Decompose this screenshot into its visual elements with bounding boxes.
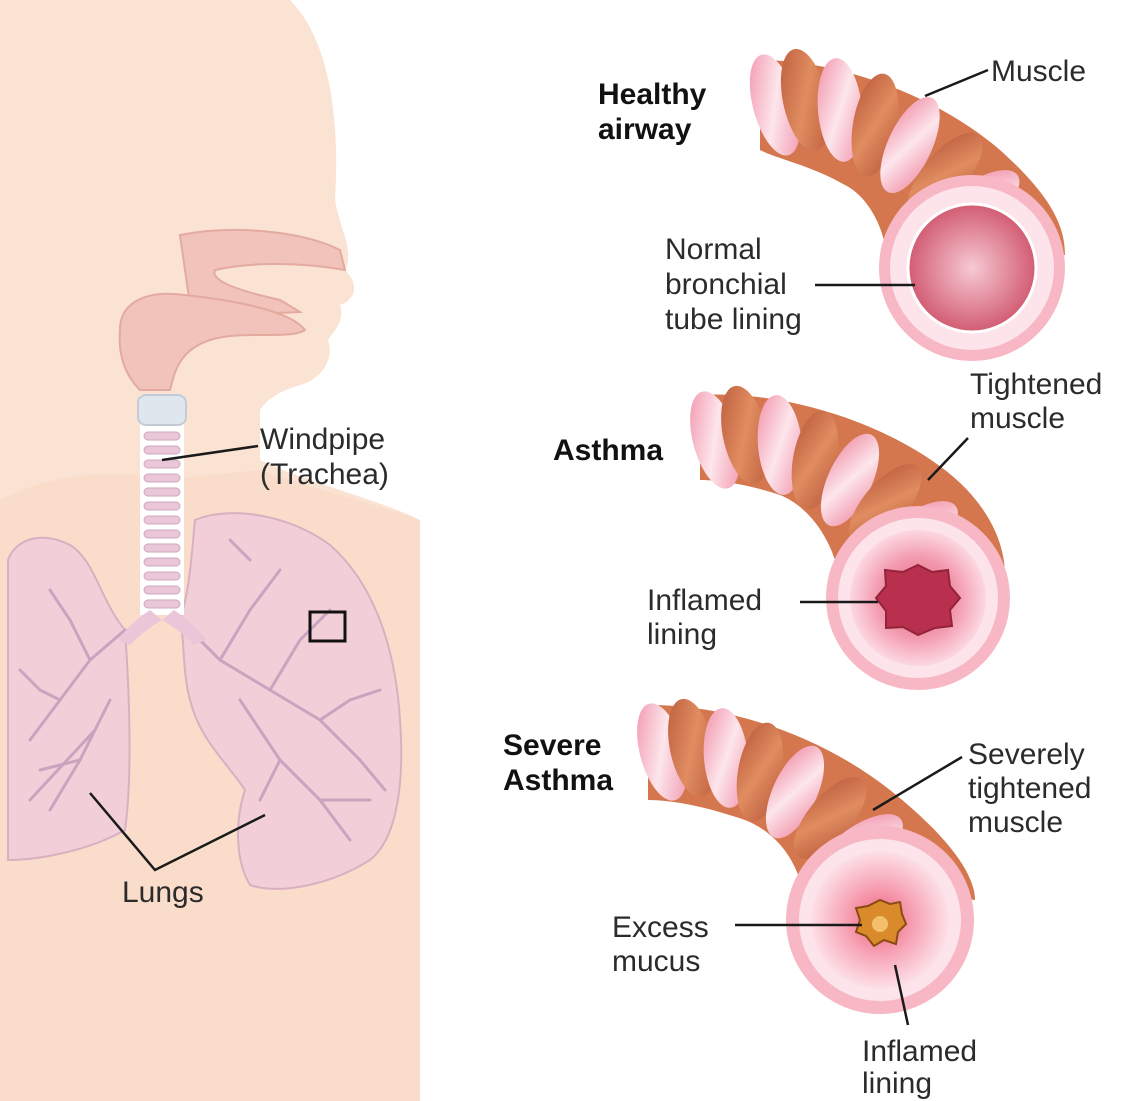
normal-lining-label: Normal bronchial tube lining xyxy=(665,233,802,336)
severe-title-line-1: Severe xyxy=(503,729,601,762)
healthy-title-line-1: Healthy xyxy=(598,78,707,111)
severe-muscle-leader-line xyxy=(873,757,962,810)
asthma-airway-tube xyxy=(681,382,1010,690)
trachea-ring xyxy=(144,572,180,580)
trachea-ring xyxy=(144,446,180,454)
severe-muscle-line-1: Severely xyxy=(968,738,1085,771)
asthma-inflamed-line-2: lining xyxy=(647,618,717,651)
severe-title-line-2: Asthma xyxy=(503,764,613,797)
healthy-title-line-2: airway xyxy=(598,113,692,146)
trachea-ring xyxy=(144,460,180,468)
trachea-label-line-1: Windpipe xyxy=(260,423,385,456)
severe-muscle-line-2: tightened xyxy=(968,772,1091,805)
asthma-panel: Asthma Tightened muscle Inflamed lining xyxy=(553,368,1111,690)
trachea-ring xyxy=(144,558,180,566)
trachea-ring xyxy=(144,586,180,594)
severe-asthma-panel: Severe Asthma Severely tightened muscle … xyxy=(503,695,1100,1100)
trachea-ring xyxy=(144,600,180,608)
left-figure: Windpipe (Trachea) Lungs xyxy=(0,0,420,1101)
lungs-label: Lungs xyxy=(122,876,204,909)
severe-asthma-title: Severe Asthma xyxy=(503,729,613,797)
excess-mucus-label: Excess mucus xyxy=(612,911,717,978)
trachea-ring xyxy=(144,432,180,440)
excess-mucus-line-1: Excess xyxy=(612,911,709,944)
trachea-ring xyxy=(144,502,180,510)
trachea-label-line-2: (Trachea) xyxy=(260,458,389,491)
severe-inflamed-lining-label: Inflamed lining xyxy=(862,1035,985,1100)
muscle-leader-line xyxy=(925,70,988,96)
trachea-ring xyxy=(144,488,180,496)
muscle-label: Muscle xyxy=(991,55,1086,88)
healthy-airway-title: Healthy airway xyxy=(598,78,715,146)
tightened-muscle-label: Tightened muscle xyxy=(970,368,1111,435)
normal-lining-line-1: Normal xyxy=(665,233,762,266)
normal-lining-line-3: tube lining xyxy=(665,303,802,336)
asthma-inflamed-lining-label: Inflamed lining xyxy=(647,584,770,651)
trachea-ring xyxy=(144,516,180,524)
excess-mucus-line-2: mucus xyxy=(612,945,700,978)
severe-inflamed-line-1: Inflamed xyxy=(862,1035,977,1068)
tightened-muscle-line-1: Tightened xyxy=(970,368,1102,401)
severe-muscle-label: Severely tightened muscle xyxy=(968,738,1100,839)
healthy-airway-panel: Healthy airway Muscle Normal bronchial t… xyxy=(598,45,1086,361)
normal-lining-line-2: bronchial xyxy=(665,268,787,301)
trachea-ring xyxy=(144,544,180,552)
trachea-ring xyxy=(144,474,180,482)
severe-inflamed-line-2: lining xyxy=(862,1067,932,1100)
tightened-muscle-line-2: muscle xyxy=(970,402,1065,435)
trachea-label: Windpipe (Trachea) xyxy=(260,423,393,491)
trachea-ring xyxy=(144,530,180,538)
severe-muscle-line-3: muscle xyxy=(968,806,1063,839)
asthma-inflamed-line-1: Inflamed xyxy=(647,584,762,617)
inflamed-lumen xyxy=(876,565,960,635)
asthma-title: Asthma xyxy=(553,434,663,467)
